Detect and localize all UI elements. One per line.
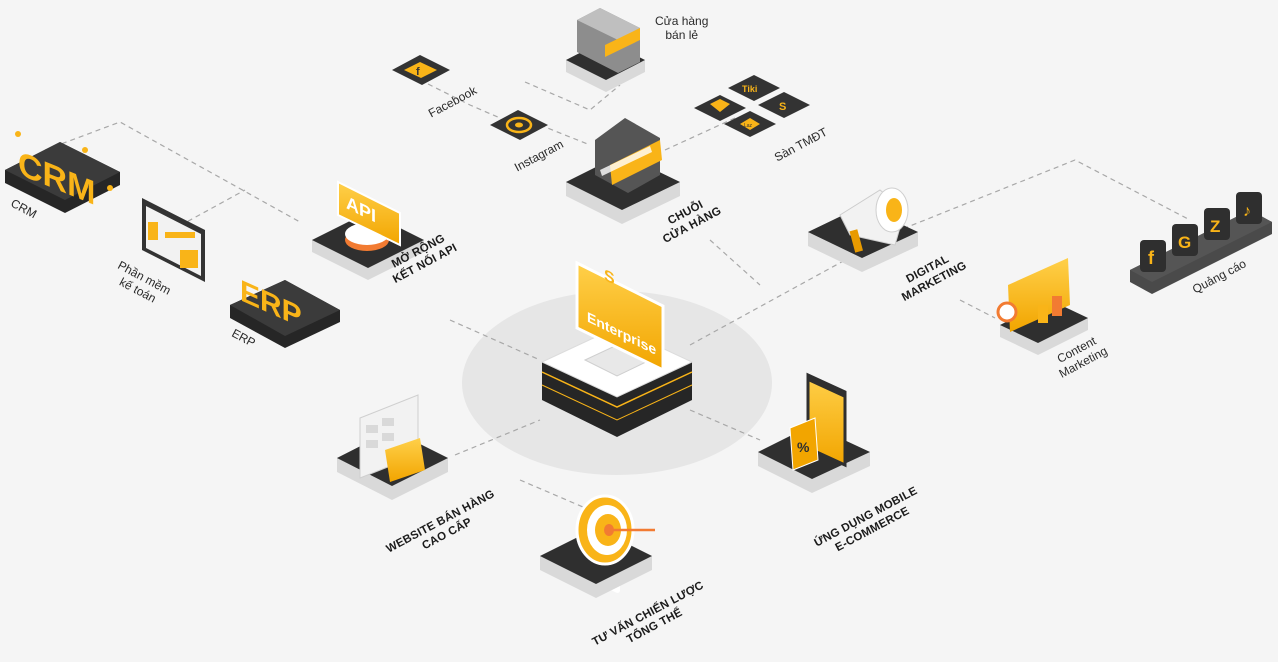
ecosystem-diagram: S Enterprise CRM ERP API [5,8,1272,598]
facebook-icon: f [1140,240,1166,272]
crm-tile: CRM [5,131,120,213]
facebook-icon: f [392,55,450,85]
connector-facebook-instagram [419,79,501,119]
enterprise-logo-letter: S [604,265,615,288]
svg-text:Laz: Laz [744,123,753,129]
connector-digital-content [959,299,996,319]
browser-icon [337,394,448,500]
api-tile: API [312,180,424,280]
tiki-icon: Tiki [728,75,780,101]
svg-text:%: % [797,439,810,455]
connector-center-ads [689,159,1191,346]
svg-text:f: f [416,66,420,78]
connector-crm-api [44,121,301,223]
svg-text:S: S [779,101,786,113]
connector-strategy-center [519,479,591,511]
instagram-icon [490,110,548,140]
svg-text:♪: ♪ [1243,203,1251,220]
enterprise-core: S Enterprise [540,260,694,593]
connector-api-center [449,319,541,361]
target-icon [540,494,655,598]
content-marketing-tile [996,258,1088,355]
connector-center-mobile [689,409,761,441]
shopee-icon [694,95,746,121]
connector-marketplace-chain [664,117,736,151]
svg-text:G: G [1178,233,1191,252]
svg-text:Z: Z [1210,217,1220,236]
sendo-icon: S [758,92,810,118]
connector-chain-center [709,239,761,286]
marketplace-icons: Tiki S Laz [694,75,810,137]
lazada-icon: Laz [724,111,776,137]
google-icon: G [1172,224,1198,256]
accounting-tile [142,198,205,282]
tiktok-icon: ♪ [1236,192,1262,224]
megaphone-tile [808,187,918,272]
store-icon [566,8,645,92]
connector-website-center [454,419,541,456]
svg-text:Tiki: Tiki [742,84,757,94]
retail-store-label: Cửa hàng bán lẻ [655,14,709,42]
phone-icon: % [758,372,870,493]
zalo-icon: Z [1204,208,1230,240]
ads-tile: f G Z ♪ [1130,192,1272,294]
chain-store-tile [566,118,680,224]
svg-text:f: f [1148,248,1155,268]
